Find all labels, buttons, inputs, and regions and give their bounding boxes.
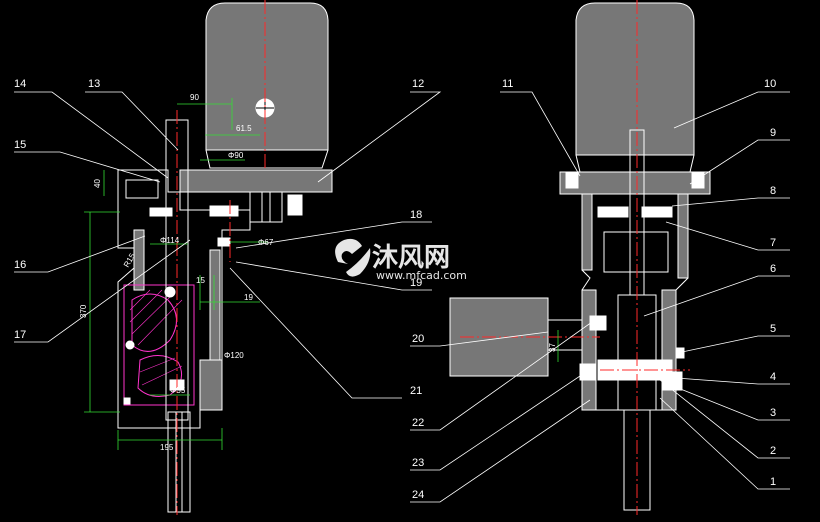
dim-19: 19 (244, 293, 253, 302)
left-flange (179, 169, 333, 193)
watermark: 沐风网 www.mfcad.com (335, 238, 467, 282)
label-17: 17 (14, 329, 26, 341)
label-16: 16 (14, 259, 26, 271)
label-2: 2 (770, 445, 776, 457)
label-15: 15 (14, 139, 26, 151)
label-20: 20 (412, 333, 424, 345)
watermark-text: 沐风网 (372, 243, 450, 273)
label-24: 24 (412, 489, 424, 501)
left-view: 90 61.5 40 Φ90 Φ114 Φ67 15 19 370 Φ120 Φ… (14, 0, 442, 515)
label-19: 19 (410, 277, 422, 289)
dim-phi67: Φ67 (258, 238, 274, 247)
right-view: 37 11 10 9 8 7 6 5 4 3 2 1 20 22 23 24 (410, 0, 790, 515)
dim-15: 15 (196, 276, 205, 285)
right-flange (559, 171, 711, 195)
label-9: 9 (770, 127, 776, 139)
dim-40: 40 (93, 179, 102, 188)
label-13: 13 (88, 78, 100, 90)
label-4: 4 (770, 371, 776, 383)
label-12: 12 (412, 78, 424, 90)
label-21: 21 (410, 385, 422, 397)
dim-phi114: Φ114 (160, 236, 180, 245)
label-1: 1 (770, 476, 776, 488)
label-10: 10 (764, 78, 776, 90)
label-5: 5 (770, 323, 776, 335)
label-22: 22 (412, 417, 424, 429)
left-gear-window (123, 284, 195, 406)
dim-phi55: Φ55 (170, 386, 186, 395)
dim-phi120: Φ120 (224, 351, 244, 360)
watermark-logo-icon (335, 238, 371, 277)
label-8: 8 (770, 185, 776, 197)
dim-195: 195 (160, 443, 174, 452)
label-7: 7 (770, 237, 776, 249)
dim-370: 370 (79, 304, 88, 318)
label-11: 11 (502, 78, 513, 90)
right-motor (575, 2, 695, 156)
dim-90: 90 (190, 93, 199, 102)
label-3: 3 (770, 407, 776, 419)
label-18: 18 (410, 209, 422, 221)
dim-phi90: Φ90 (228, 151, 244, 160)
label-23: 23 (412, 457, 424, 469)
left-motor (205, 2, 329, 151)
dim-37: 37 (548, 343, 557, 352)
label-6: 6 (770, 263, 776, 275)
dim-61-5: 61.5 (236, 124, 252, 133)
label-14: 14 (14, 78, 26, 90)
watermark-url: www.mfcad.com (376, 269, 467, 282)
